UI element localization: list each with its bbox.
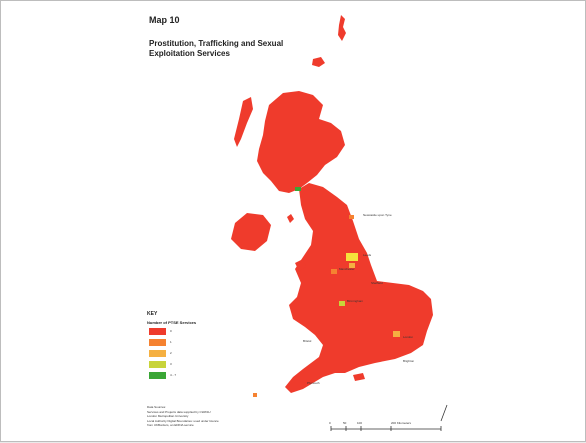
scale-label: 200 Kilometers	[391, 421, 412, 425]
key-label: 2	[170, 351, 172, 355]
scotland	[257, 91, 345, 193]
northern-ireland	[231, 213, 271, 251]
area-newcastle	[349, 215, 354, 219]
scale-label: 0	[329, 421, 331, 425]
label-birmingham: Birmingham	[347, 299, 364, 303]
north-arrow	[440, 404, 448, 422]
map-number: Map 10	[149, 15, 180, 25]
data-sources: Data Sources: Services and Projects data…	[147, 405, 307, 428]
key-item: 4 - 7	[147, 370, 237, 380]
label-manchester: Manchester	[339, 267, 355, 271]
area-leeds	[346, 253, 358, 261]
isle-of-wight	[353, 373, 365, 381]
area-manchester	[331, 269, 337, 274]
shetland-islands	[338, 15, 346, 41]
key-swatch	[149, 327, 166, 335]
outer-hebrides	[234, 97, 253, 147]
service-areas	[253, 187, 400, 397]
sources-line: London Metropolitan University	[147, 414, 189, 418]
label-leeds: Leeds	[363, 253, 372, 257]
scale-bar	[330, 426, 442, 431]
key-item: 2	[147, 348, 237, 358]
england-wales	[285, 183, 433, 393]
key-swatch	[149, 338, 166, 346]
sources-line: from UKBorders, an EDINA service	[147, 423, 194, 427]
label-plymouth: Plymouth	[307, 381, 320, 385]
label-brighton: Brighton	[403, 359, 415, 363]
map-title: Prostitution, Trafficking and Sexual Exp…	[149, 39, 284, 58]
key-label: 4 - 7	[170, 373, 177, 377]
label-london: London	[403, 335, 414, 339]
sources-line: Services and Projects data supplied by C…	[147, 409, 211, 414]
key-subheading: Number of PTSE Services	[147, 320, 197, 325]
key-swatch	[149, 371, 166, 379]
land-areas	[231, 15, 433, 393]
area-leeds-2	[349, 263, 355, 268]
area-cornwall	[253, 393, 257, 397]
anglesey	[295, 259, 306, 271]
key-swatch	[149, 360, 166, 368]
sources-heading: Data Sources:	[147, 405, 167, 409]
key-heading: KEY	[147, 311, 158, 317]
key-item: 1	[147, 337, 237, 347]
label-sheffield: Sheffield	[371, 281, 383, 285]
key-label: 0	[170, 329, 172, 333]
key-label: 1	[170, 340, 172, 344]
key-item: 3	[147, 359, 237, 369]
map-key: KEY Number of PTSE Services 0 1 2 3 4 - …	[147, 311, 237, 380]
key-label: 3	[170, 362, 172, 366]
scale-label: 100	[357, 421, 363, 425]
orkney-islands	[312, 57, 325, 67]
sources-line: Local Authority Digital Boundaries: used…	[147, 418, 219, 423]
key-swatch	[149, 349, 166, 357]
label-newcastle: Newcastle upon Tyne	[363, 213, 392, 217]
key-item: 0	[147, 326, 237, 336]
label-bristol: Bristol	[303, 339, 312, 343]
area-scotland	[295, 187, 301, 191]
scale-label: 50	[343, 421, 347, 425]
isle-of-man	[287, 214, 294, 223]
area-birmingham	[339, 301, 345, 306]
area-london	[393, 331, 400, 337]
